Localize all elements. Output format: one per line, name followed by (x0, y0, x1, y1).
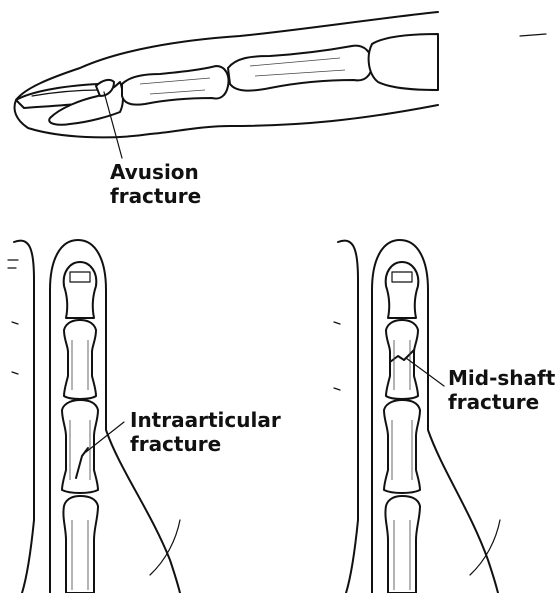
mid-shaft-label-line2: fracture (448, 390, 555, 414)
intraarticular-label-line2: fracture (130, 432, 281, 456)
intraarticular-label-line1: Intraarticular (130, 408, 281, 432)
right-edge-marks (334, 322, 340, 390)
right-metacarpal (385, 496, 420, 593)
left-metacarpal (63, 496, 98, 593)
avulsion-label-line2: fracture (110, 184, 201, 208)
left-edge-marks (8, 260, 18, 374)
lateral-finger (15, 12, 547, 158)
intraarticular-fracture-label: Intraarticular fracture (130, 408, 281, 456)
left-distal-phalanx (64, 262, 97, 318)
mid-shaft-fracture-label: Mid-shaft fracture (448, 366, 555, 414)
middle-phalanx (122, 66, 229, 105)
right-proximal-phalanx (384, 400, 420, 493)
stray-mark (520, 34, 546, 36)
avulsion-fracture-label: Avusion fracture (110, 160, 201, 208)
metacarpal-head (369, 34, 438, 90)
right-distal-phalanx (386, 262, 419, 318)
right-finger-ap (334, 240, 500, 593)
left-middle-phalanx (64, 320, 96, 399)
right-adjacent-finger (338, 241, 358, 593)
mid-shaft-label-line1: Mid-shaft (448, 366, 555, 390)
avulsion-label-line1: Avusion (110, 160, 201, 184)
proximal-phalanx (228, 46, 372, 91)
left-adjacent-finger (14, 241, 34, 593)
